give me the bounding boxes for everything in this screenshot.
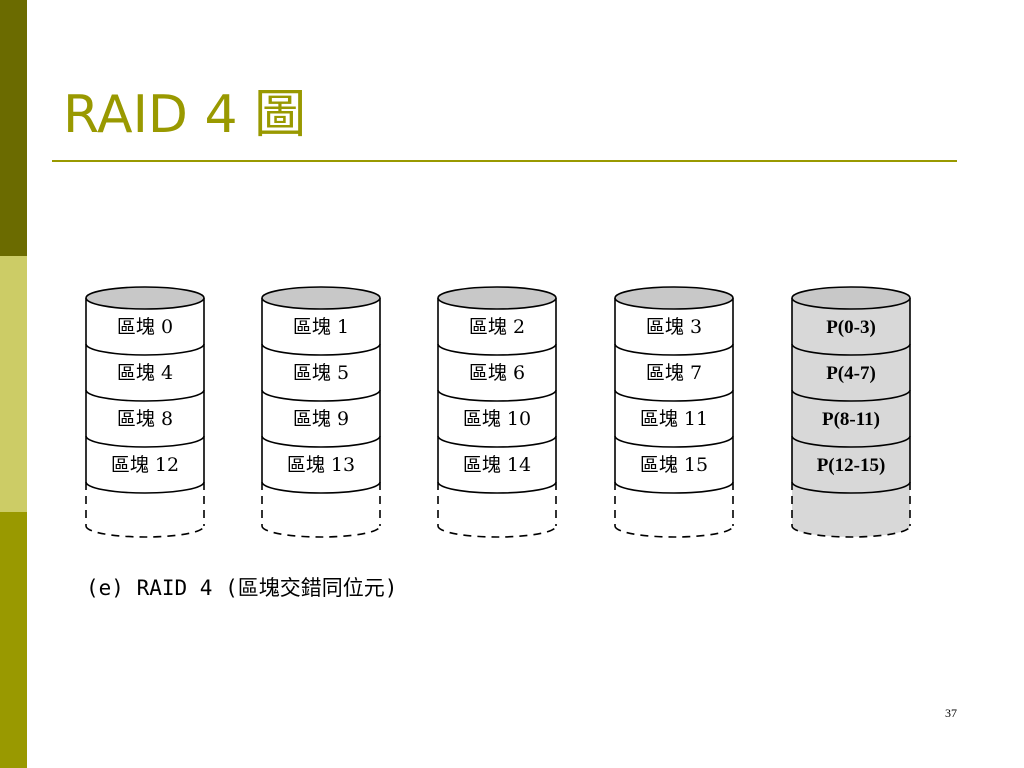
data-block-label: 區塊 13 bbox=[287, 454, 355, 476]
data-block-label: 區塊 10 bbox=[463, 408, 531, 430]
disk-body bbox=[615, 298, 733, 493]
data-block-label: 區塊 15 bbox=[640, 454, 708, 476]
disk-top-cap bbox=[614, 286, 734, 310]
page-number: 37 bbox=[945, 706, 957, 720]
block-separator bbox=[437, 343, 557, 356]
sidebar-accent-light bbox=[0, 256, 27, 512]
title-underline bbox=[52, 160, 957, 162]
block-separator bbox=[791, 389, 911, 402]
data-block-label: 區塊 14 bbox=[463, 454, 531, 476]
empty-bottom-arc bbox=[791, 525, 911, 538]
block-separator bbox=[614, 389, 734, 402]
sidebar-accent-olive bbox=[0, 512, 27, 768]
parity-block-label: P(8-11) bbox=[822, 409, 880, 430]
disk-top-cap bbox=[437, 286, 557, 310]
disk-body bbox=[792, 298, 910, 493]
block-separator bbox=[261, 481, 381, 494]
data-block-label: 區塊 0 bbox=[117, 316, 173, 338]
data-block-label: 區塊 11 bbox=[640, 408, 708, 430]
empty-bottom-arc bbox=[261, 525, 381, 538]
block-separator bbox=[85, 481, 205, 494]
parity-block-label: P(4-7) bbox=[826, 363, 876, 384]
block-separator bbox=[791, 343, 911, 356]
disk-top-cap bbox=[85, 286, 205, 310]
data-block-label: 區塊 5 bbox=[293, 362, 349, 384]
block-separator bbox=[85, 389, 205, 402]
data-block-label: 區塊 3 bbox=[646, 316, 702, 338]
block-separator bbox=[791, 435, 911, 448]
data-block-label: 區塊 7 bbox=[646, 362, 702, 384]
data-block-label: 區塊 6 bbox=[469, 362, 525, 384]
empty-bottom-arc bbox=[85, 525, 205, 538]
disk-top-cap bbox=[261, 286, 381, 310]
block-separator bbox=[85, 343, 205, 356]
sidebar-accent-dark bbox=[0, 0, 27, 256]
empty-bottom-arc bbox=[614, 525, 734, 538]
block-separator bbox=[261, 343, 381, 356]
parity-block-label: P(12-15) bbox=[817, 455, 886, 476]
data-block-label: 區塊 2 bbox=[469, 316, 525, 338]
block-separator bbox=[791, 481, 911, 494]
parity-block-label: P(0-3) bbox=[826, 317, 876, 338]
block-separator bbox=[261, 389, 381, 402]
block-separator bbox=[614, 435, 734, 448]
block-separator bbox=[614, 481, 734, 494]
disk-body bbox=[86, 298, 204, 493]
disk-top-cap bbox=[791, 286, 911, 310]
data-block-label: 區塊 8 bbox=[117, 408, 173, 430]
disk-empty-area bbox=[792, 482, 910, 537]
block-separator bbox=[261, 435, 381, 448]
block-separator bbox=[437, 481, 557, 494]
data-block-label: 區塊 4 bbox=[117, 362, 173, 384]
slide-title: RAID 4 圖 bbox=[63, 85, 307, 145]
block-separator bbox=[437, 435, 557, 448]
disk-body bbox=[262, 298, 380, 493]
block-separator bbox=[614, 343, 734, 356]
empty-bottom-arc bbox=[437, 525, 557, 538]
data-block-label: 區塊 9 bbox=[293, 408, 349, 430]
block-separator bbox=[437, 389, 557, 402]
disk-body bbox=[438, 298, 556, 493]
data-block-label: 區塊 12 bbox=[111, 454, 179, 476]
diagram-caption: (e) RAID 4 (區塊交錯同位元) bbox=[86, 576, 398, 600]
block-separator bbox=[85, 435, 205, 448]
data-block-label: 區塊 1 bbox=[293, 316, 349, 338]
